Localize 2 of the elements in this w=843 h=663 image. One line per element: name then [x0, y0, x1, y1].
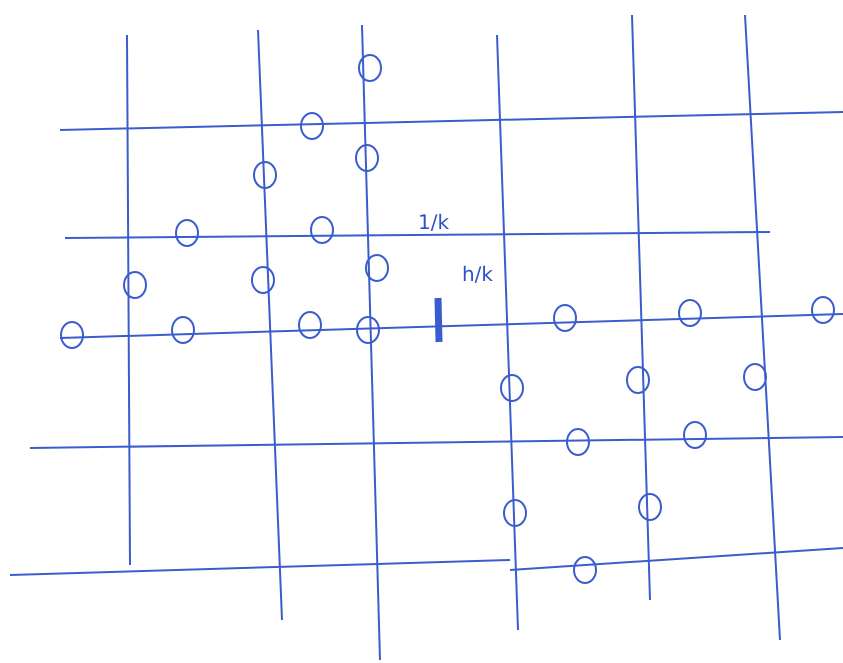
fraction-label: 1/k — [418, 210, 450, 234]
fraction-label: h/k — [462, 262, 493, 286]
